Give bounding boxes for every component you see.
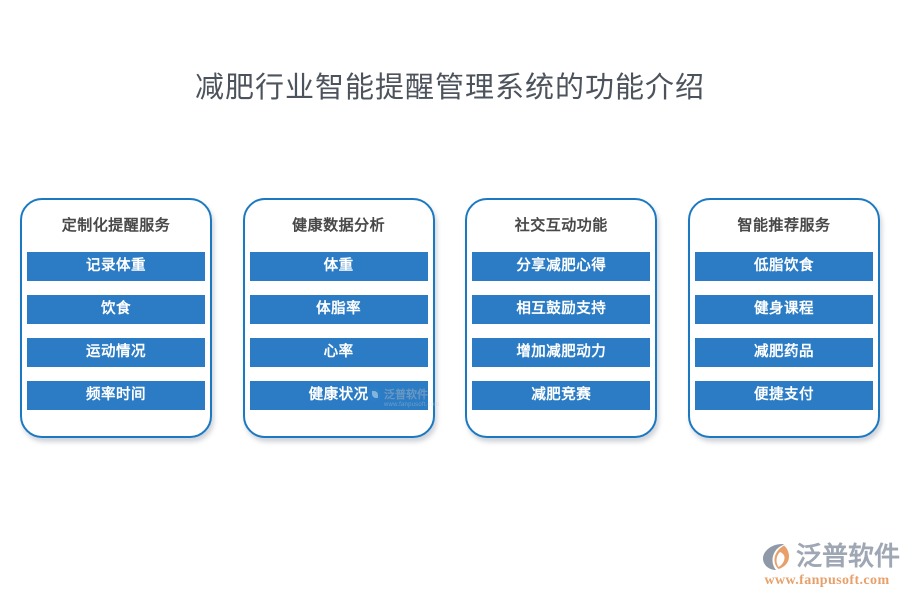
feature-item[interactable]: 健身课程 (694, 295, 873, 324)
feature-item[interactable]: 频率时间 (27, 381, 205, 410)
feature-item[interactable]: 减肥药品 (694, 338, 873, 367)
feature-item[interactable]: 减肥竞赛 (472, 381, 651, 410)
feature-card-4-items: 低脂饮食 健身课程 减肥药品 便捷支付 (690, 252, 878, 410)
feature-card-2-items: 体重 体脂率 心率 健康状况 (245, 252, 433, 410)
feature-item[interactable]: 运动情况 (27, 338, 205, 367)
brand-logo-row: 泛普软件 (762, 540, 900, 572)
feature-item[interactable]: 分享减肥心得 (472, 252, 651, 281)
feature-item[interactable]: 心率 (249, 338, 428, 367)
feature-card-1-title: 定制化提醒服务 (61, 217, 171, 234)
feature-card-2[interactable]: 健康数据分析 体重 体脂率 心率 健康状况 (242, 198, 435, 438)
feature-item[interactable]: 健康状况 (249, 381, 428, 410)
feature-cards-row: 定制化提醒服务 记录体重 饮食 运动情况 频率时间 健康数据分析 体重 体脂率 … (20, 198, 880, 440)
feature-item[interactable]: 增加减肥动力 (472, 338, 651, 367)
page-title: 减肥行业智能提醒管理系统的功能介绍 (194, 72, 705, 104)
feature-card-2-title: 健康数据分析 (292, 217, 386, 234)
feature-card-4[interactable]: 智能推荐服务 低脂饮食 健身课程 减肥药品 便捷支付 (687, 198, 880, 438)
feature-card-1[interactable]: 定制化提醒服务 记录体重 饮食 运动情况 频率时间 (20, 198, 212, 438)
feature-card-1-items: 记录体重 饮食 运动情况 频率时间 (22, 252, 210, 410)
feature-item[interactable]: 低脂饮食 (694, 252, 873, 281)
brand-logo-name: 泛普软件 (796, 541, 900, 571)
feature-card-3-items: 分享减肥心得 相互鼓励支持 增加减肥动力 减肥竞赛 (467, 252, 655, 410)
fanpu-logo-icon (762, 542, 792, 571)
brand-logo: 泛普软件 www.fanpusoft.com (762, 540, 900, 592)
feature-card-4-title: 智能推荐服务 (737, 217, 831, 234)
feature-item[interactable]: 相互鼓励支持 (472, 295, 651, 324)
feature-item[interactable]: 便捷支付 (694, 381, 873, 410)
feature-item[interactable]: 饮食 (27, 295, 205, 324)
feature-item[interactable]: 体脂率 (249, 295, 428, 324)
feature-item[interactable]: 记录体重 (27, 252, 205, 281)
feature-card-3[interactable]: 社交互动功能 分享减肥心得 相互鼓励支持 增加减肥动力 减肥竞赛 (465, 198, 658, 438)
feature-card-3-title: 社交互动功能 (514, 217, 608, 234)
feature-item[interactable]: 体重 (249, 252, 428, 281)
brand-logo-url: www.fanpusoft.com (764, 573, 890, 588)
